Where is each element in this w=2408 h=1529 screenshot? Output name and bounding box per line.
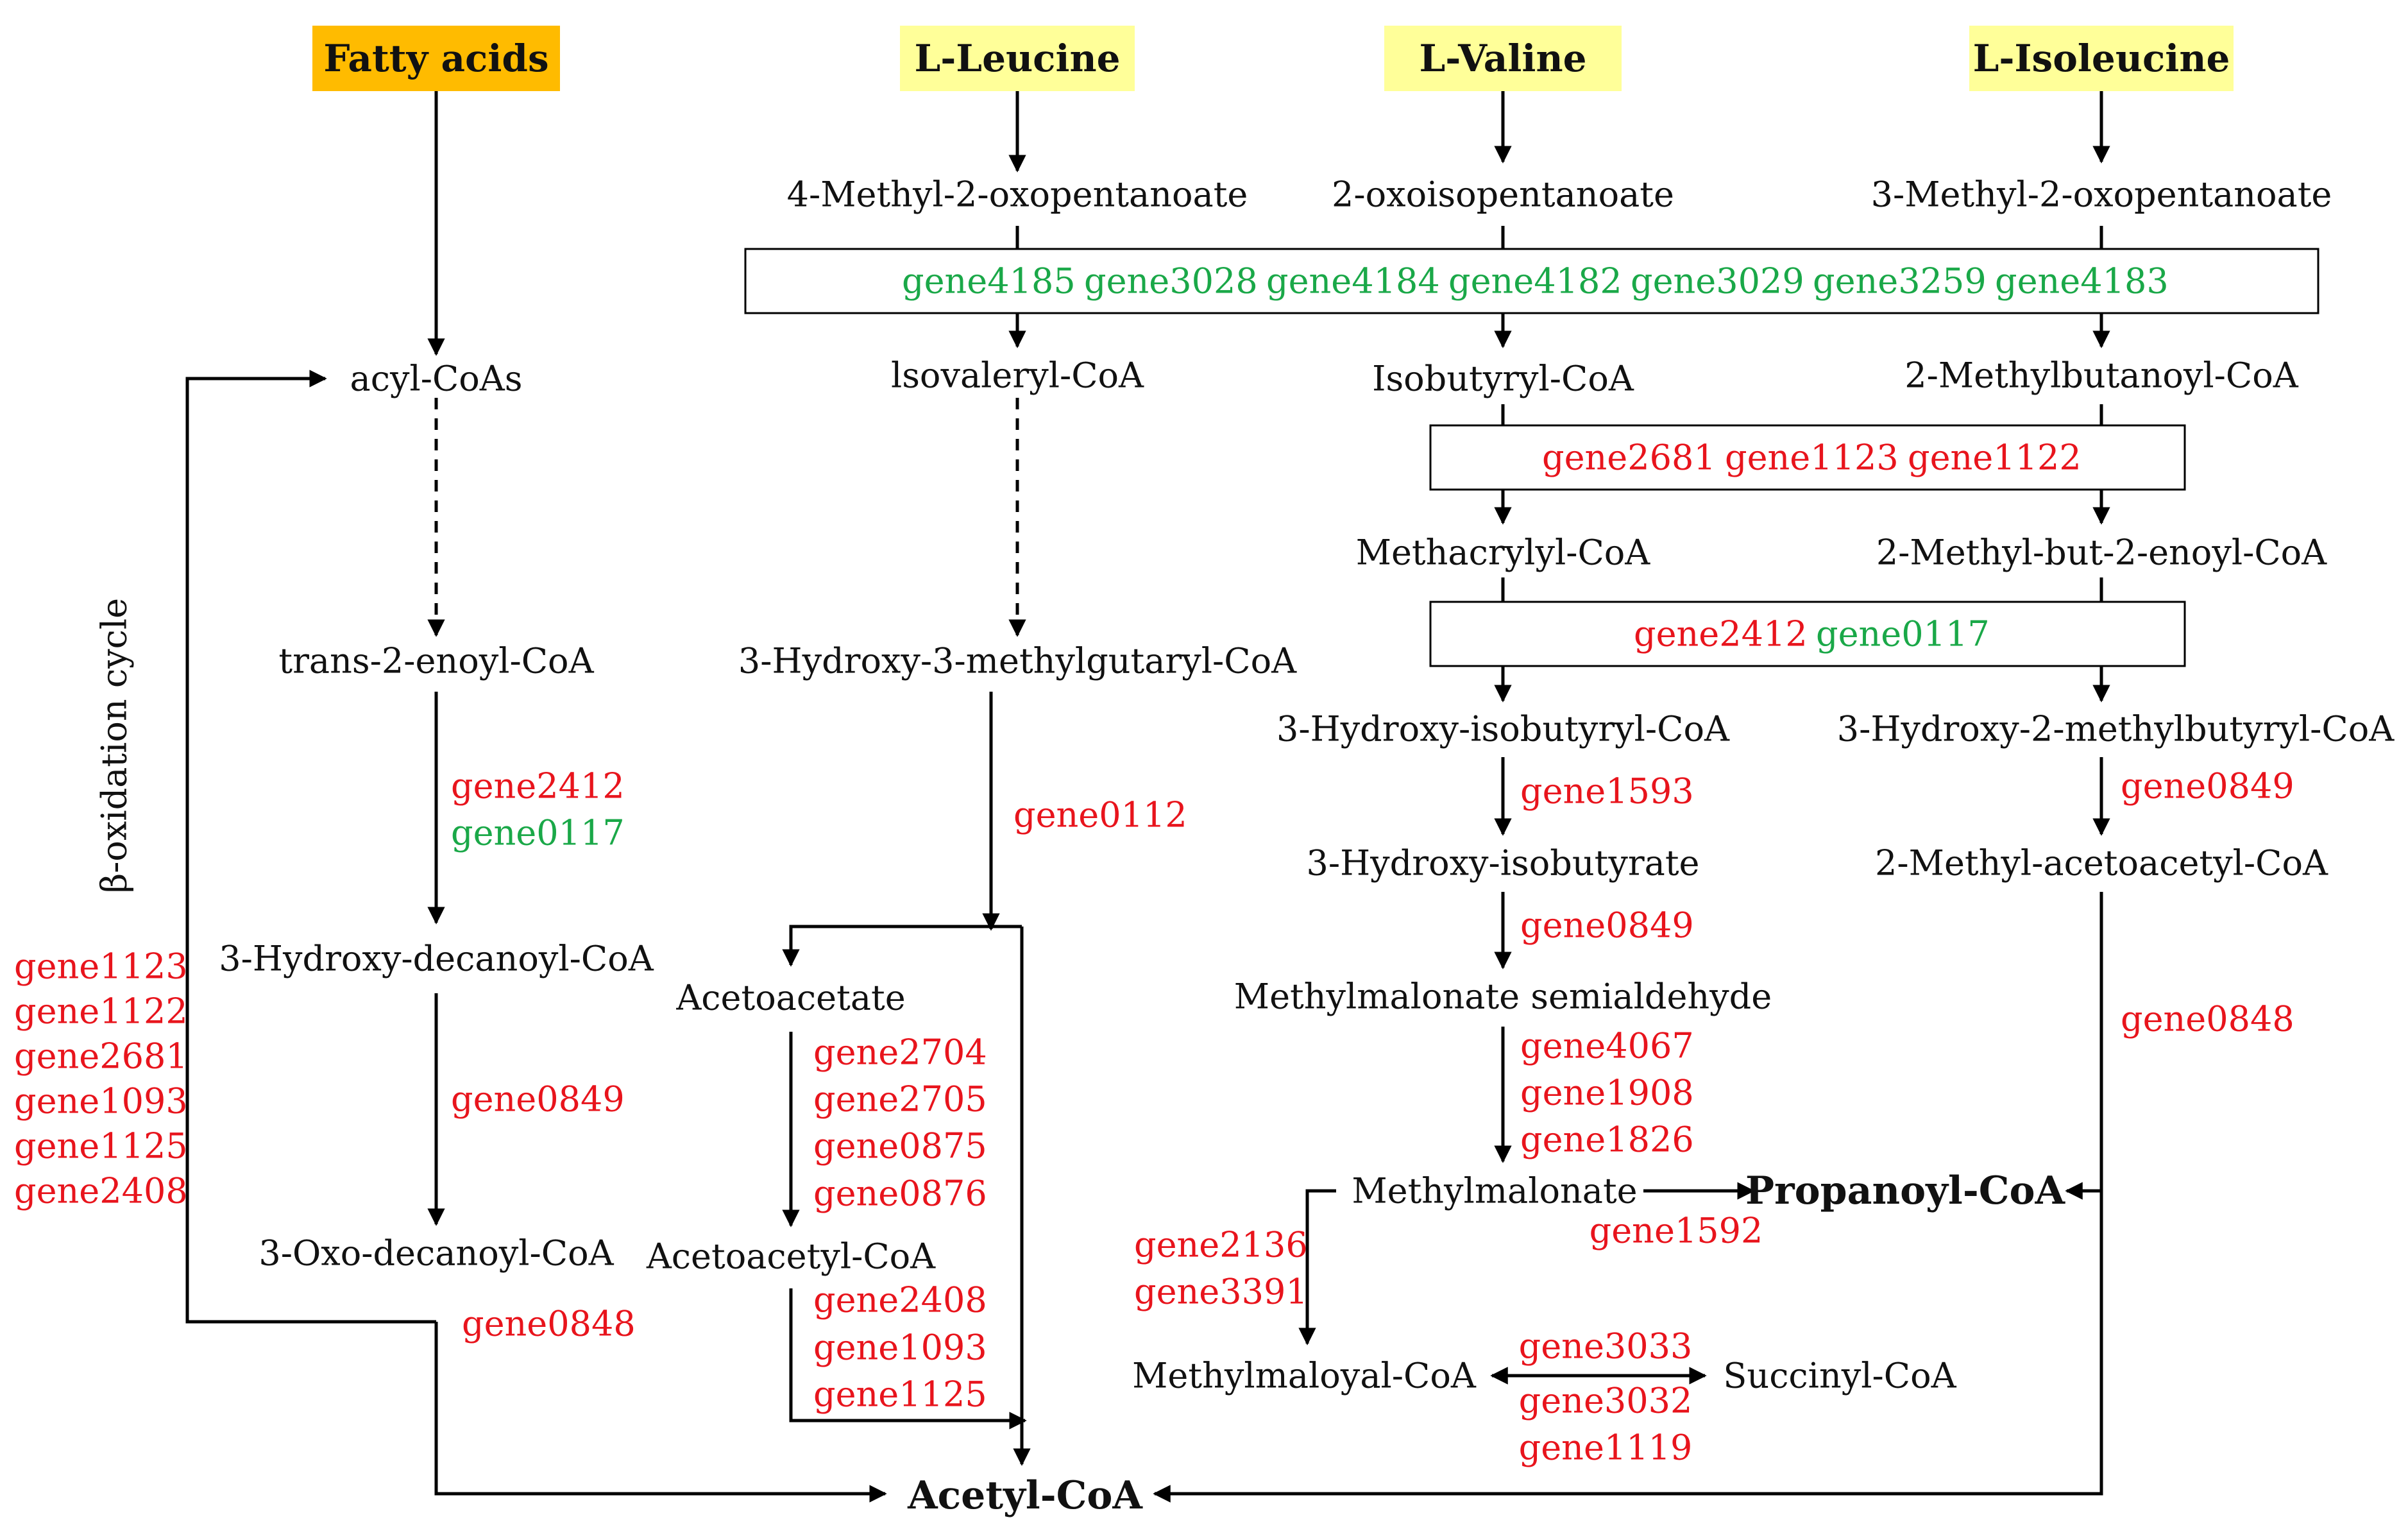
- valine-header-box: [1384, 26, 1622, 91]
- compound-trans-enoyl: trans-2-enoyl-CoA: [278, 641, 594, 681]
- gene-fa-step1-green: gene0117: [451, 813, 625, 853]
- gene-box-2-label: gene1122: [1908, 438, 2082, 478]
- arrow-oxo-to-acetyl: [434, 1322, 887, 1503]
- gene-box-1-label: gene4183: [1995, 261, 2169, 302]
- compound-4-methyl-2-oxopentanoate: 4-Methyl-2-oxopentanoate: [787, 175, 1248, 215]
- gene-box-1-label: gene3028: [1084, 261, 1258, 302]
- arrow-methylmalonate-to-methylmaloyal: [1298, 1189, 1336, 1345]
- gene-ile-2: gene0848: [2121, 999, 2294, 1039]
- isoleucine-header-box: [1969, 26, 2234, 91]
- beta-oxidation-cycle-label: β-oxidation cycle: [94, 598, 135, 893]
- compound-hydroxy-decanoyl: 3-Hydroxy-decanoyl-CoA: [219, 939, 654, 979]
- gene-val-succinyl: gene3033: [1519, 1326, 1693, 1367]
- valine-header: L-Valine: [1419, 37, 1586, 80]
- fatty-acids-header-box: [312, 26, 560, 91]
- gene-box-1-label: gene3029: [1631, 261, 1804, 302]
- gene-val-1: gene1593: [1520, 771, 1694, 812]
- compound-methylbutenoyl: 2-Methyl-but-2-enoyl-CoA: [1876, 533, 2327, 573]
- compound-hydroxy-isobutyrate: 3-Hydroxy-isobutyrate: [1306, 843, 1699, 884]
- gene-box-3-red: gene2412: [1634, 614, 1808, 654]
- compound-acetoacetate: Acetoacetate: [675, 978, 905, 1018]
- compound-hydroxy-isobutyryl: 3-Hydroxy-isobutyryl-CoA: [1276, 709, 1730, 749]
- fatty-acids-header: Fatty acids: [323, 37, 548, 80]
- compound-methacrylyl: Methacrylyl-CoA: [1356, 533, 1651, 573]
- compound-acetyl: Acetyl-CoA: [907, 1473, 1143, 1518]
- compound-isovaleryl: lsovaleryl-CoA: [891, 355, 1144, 396]
- compound-acyl-coas: acyl-CoAs: [350, 359, 523, 399]
- gene-box-2-label: gene2681: [1542, 438, 1716, 478]
- gene-val-3: gene4067: [1520, 1026, 1694, 1066]
- gene-val-3: gene1908: [1520, 1073, 1694, 1113]
- gene-leu-acetoacetate: gene2705: [813, 1079, 987, 1120]
- compound-oxoisopentanoate: 2-oxoisopentanoate: [1332, 175, 1674, 215]
- isoleucine-header: L-Isoleucine: [1973, 37, 2230, 80]
- gene-box-1-label: gene4185: [902, 261, 1076, 302]
- compound-hydroxy-methylbutyryl: 3-Hydroxy-2-methylbutyryl-CoA: [1837, 709, 2395, 749]
- gene-val-2: gene0849: [1520, 905, 1694, 946]
- gene-val-succinyl: gene3032: [1519, 1381, 1693, 1421]
- compound-acetoacetyl: Acetoacetyl-CoA: [646, 1236, 936, 1277]
- compound-isobutyryl: Isobutyryl-CoA: [1372, 359, 1634, 399]
- gene-fa-step2: gene0849: [451, 1079, 625, 1120]
- gene-cycle: gene2408: [14, 1171, 188, 1211]
- gene-val-3: gene1826: [1520, 1120, 1694, 1160]
- beta-oxidation-cycle-loop: [185, 370, 436, 1324]
- gene-box-2-label: gene1123: [1725, 438, 1899, 478]
- gene-cycle: gene1122: [14, 991, 188, 1032]
- compound-methylmalonate-semialdehyde: Methylmalonate semialdehyde: [1234, 977, 1772, 1017]
- gene-fa-step3: gene0848: [462, 1304, 636, 1344]
- gene-box-3-green: gene0117: [1816, 614, 1990, 654]
- gene-cycle: gene2681: [14, 1036, 188, 1077]
- gene-box-1: [744, 248, 2319, 314]
- gene-box-2: [1429, 424, 2186, 491]
- gene-cycle: gene1123: [14, 946, 188, 987]
- gene-leu-hmg: gene0112: [1013, 795, 1187, 835]
- gene-ile-1: gene0849: [2121, 766, 2294, 807]
- gene-fa-step1-red: gene2412: [451, 766, 625, 807]
- gene-cycle: gene1093: [14, 1081, 188, 1122]
- compound-propanoyl: Propanoyl-CoA: [1745, 1168, 2066, 1213]
- gene-box-1-label: gene4182: [1448, 261, 1622, 302]
- arrow-junction-to-acetoacetate: [782, 925, 1022, 967]
- gene-leu-acetoacetate: gene0876: [813, 1174, 987, 1214]
- arrow-acetoacetyl-to-acetyl: [789, 1288, 1027, 1430]
- leucine-header-box: [900, 26, 1135, 91]
- compound-methylbutanoyl: 2-Methylbutanoyl-CoA: [1904, 355, 2298, 396]
- gene-val-succinyl: gene1119: [1519, 1428, 1693, 1468]
- gene-val-methylmaloyal: gene3391: [1134, 1272, 1308, 1312]
- compound-methyl-acetoacetyl: 2-Methyl-acetoacetyl-CoA: [1875, 843, 2328, 884]
- compound-succinyl: Succinyl-CoA: [1723, 1356, 1956, 1396]
- leucine-header: L-Leucine: [914, 37, 1120, 80]
- compound-methylmalonate: Methylmalonate: [1352, 1171, 1637, 1211]
- gene-val-methylmaloyal: gene2136: [1134, 1225, 1308, 1265]
- arrow-methylacetoacetyl-to-acetyl: [1153, 892, 2103, 1503]
- gene-box-3: [1429, 601, 2186, 667]
- compound-methylmaloyal: Methylmaloyal-CoA: [1132, 1356, 1477, 1396]
- compound-oxo-decanoyl: 3-Oxo-decanoyl-CoA: [259, 1233, 614, 1274]
- compound-3-methyl-2-oxopentanoate: 3-Methyl-2-oxopentanoate: [1871, 175, 2332, 215]
- gene-box-1-label: gene3259: [1813, 261, 1987, 302]
- gene-leu-acetoacetate: gene2704: [813, 1032, 987, 1073]
- gene-val-propanoyl: gene1592: [1590, 1211, 1763, 1251]
- compound-hmg: 3-Hydroxy-3-methylgutaryl-CoA: [738, 641, 1297, 681]
- gene-box-1-label: gene4184: [1266, 261, 1440, 302]
- gene-cycle: gene1125: [14, 1126, 188, 1166]
- gene-leu-acetoacetyl: gene1125: [813, 1374, 987, 1415]
- gene-leu-acetoacetate: gene0875: [813, 1126, 987, 1166]
- gene-leu-acetoacetyl: gene2408: [813, 1280, 987, 1320]
- gene-leu-acetoacetyl: gene1093: [813, 1328, 987, 1368]
